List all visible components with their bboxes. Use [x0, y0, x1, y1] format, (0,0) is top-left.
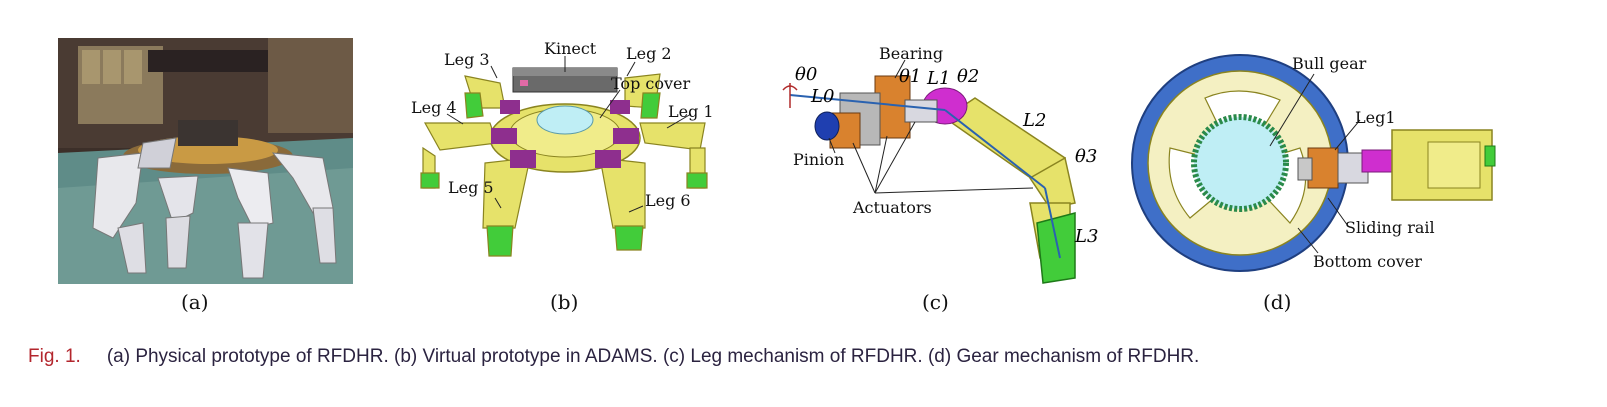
panel-d-drawing: Bull gear Leg1 Sliding rail Bottom cover	[1130, 38, 1550, 288]
leg5-label: Leg 5	[448, 178, 494, 197]
leg3-label: Leg 3	[444, 50, 490, 69]
pinion-label: Pinion	[793, 150, 845, 169]
leg2-label: Leg 2	[626, 44, 672, 63]
panel-b-drawing: Kinect Leg 3 Leg 2 Top cover Leg 4 Leg 1…	[405, 38, 725, 288]
leg4-label: Leg 4	[411, 98, 457, 117]
theta0-label: θ0	[795, 64, 818, 85]
kinect-label: Kinect	[544, 39, 597, 58]
panel-a-sublabel: (a)	[181, 290, 209, 314]
panel-c-sublabel: (c)	[922, 290, 949, 314]
panel-a-photo	[58, 38, 353, 284]
bull-gear-label: Bull gear	[1292, 54, 1367, 73]
panel-b-sublabel: (b)	[550, 290, 579, 314]
bottom-cover-label: Bottom cover	[1313, 252, 1422, 271]
leg1-label: Leg 1	[668, 102, 714, 121]
theta1-label: θ1	[899, 66, 922, 87]
actuators-label: Actuators	[853, 198, 932, 217]
theta3-label: θ3	[1075, 146, 1098, 167]
bearing-label: Bearing	[879, 44, 944, 63]
l0-label: L0	[811, 86, 835, 107]
l2-label: L2	[1023, 110, 1047, 131]
panel-d-sublabel: (d)	[1263, 290, 1292, 314]
panel-c-drawing: Bearing θ0 θ1 θ2 θ3 L0 L1 L2 L3 Pinion A…	[775, 38, 1115, 288]
figure-number: Fig. 1.	[28, 346, 81, 367]
theta2-label: θ2	[957, 66, 980, 87]
leg6-label: Leg 6	[645, 191, 691, 210]
figure-caption: Fig. 1. (a) Physical prototype of RFDHR. …	[28, 346, 1199, 368]
leg1-d-label: Leg1	[1355, 108, 1396, 127]
sliding-rail-label: Sliding rail	[1345, 218, 1435, 237]
top-cover-label: Top cover	[611, 74, 691, 93]
l1-label: L1	[927, 68, 951, 89]
l3-label: L3	[1075, 226, 1099, 247]
caption-text: (a) Physical prototype of RFDHR. (b) Vir…	[106, 346, 1200, 367]
